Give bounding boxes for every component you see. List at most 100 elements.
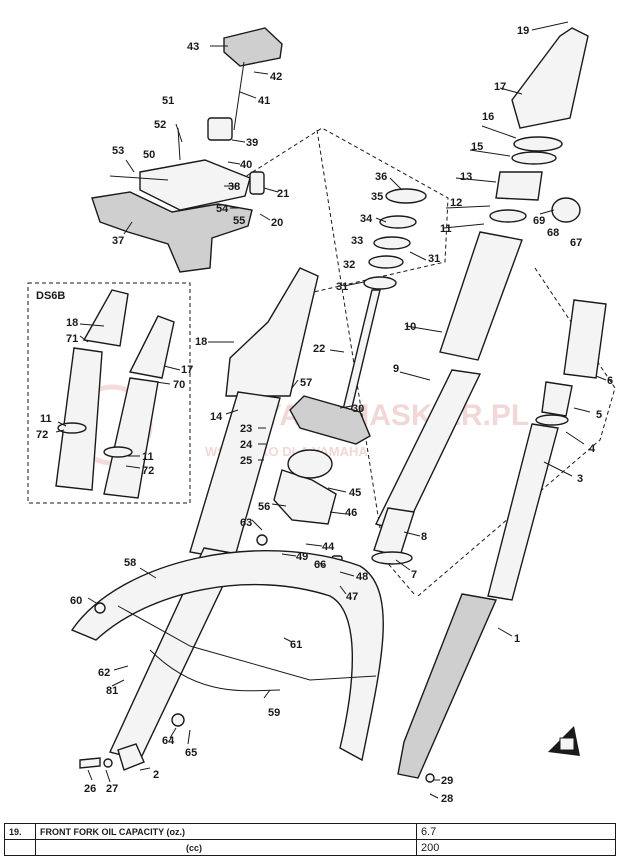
- callout-c29: 29: [441, 775, 453, 787]
- callout-c56: 56: [258, 501, 270, 513]
- callout-c67: 67: [570, 237, 582, 249]
- callout-c64: 64: [162, 735, 175, 747]
- callout-c13: 13: [460, 171, 472, 183]
- callout-c10: 10: [404, 321, 416, 333]
- leader-lines: [55, 21, 607, 799]
- callout-c4: 4: [589, 443, 596, 455]
- callout-c58: 58: [124, 557, 136, 569]
- callout-c28: 28: [441, 793, 453, 805]
- callout-c25: 25: [240, 455, 252, 467]
- callout-c38: 38: [228, 181, 240, 193]
- callout-c55: 55: [233, 215, 245, 227]
- callout-c20: 20: [271, 217, 283, 229]
- callout-c49: 49: [296, 551, 308, 563]
- spec-unit-oz: (oz.): [166, 826, 186, 837]
- callout-c53: 53: [112, 145, 124, 157]
- spec-unit-cc: (cc): [186, 842, 203, 853]
- callout-c66: 66: [314, 559, 326, 571]
- callout-c47: 47: [346, 591, 358, 603]
- callout-c31a: 31: [428, 253, 440, 265]
- callout-c81: 81: [106, 685, 118, 697]
- right-fork-leg: [371, 27, 607, 779]
- fork-oil-capacity-table: 19. FRONT FORK OIL CAPACITY (oz.) 6.7 (c…: [4, 823, 616, 856]
- callout-c7: 7: [411, 569, 417, 581]
- callout-c18a: 18: [195, 336, 207, 348]
- spec-row-cc: (cc) 200: [4, 839, 616, 856]
- callout-c22: 22: [313, 343, 325, 355]
- callout-c12: 12: [450, 197, 462, 209]
- callout-c31b: 31: [336, 281, 348, 293]
- callout-c50: 50: [143, 149, 155, 161]
- callout-c71: 71: [66, 333, 78, 345]
- callout-c36: 36: [375, 171, 387, 183]
- spec-value-oz: 6.7: [416, 823, 616, 840]
- callout-c19: 19: [517, 25, 529, 37]
- callout-c65: 65: [185, 747, 197, 759]
- ds6b-inset-parts: [55, 289, 175, 499]
- callout-c11b: 11: [40, 413, 52, 425]
- front-arrow-icon: [548, 726, 580, 756]
- callout-c40: 40: [240, 159, 252, 171]
- top-steering-parts: [91, 27, 283, 273]
- exploded-parts-diagram: YAMAHASKIER.PL WSZYSTKO DLA YAMAHA: [27, 21, 616, 805]
- callout-c17a: 17: [494, 81, 506, 93]
- callout-c57: 57: [300, 377, 312, 389]
- callout-c30: 30: [352, 403, 364, 415]
- callout-c54: 54: [216, 203, 229, 215]
- callout-c52: 52: [154, 119, 166, 131]
- callout-c17b: 17: [181, 364, 193, 376]
- callout-c62: 62: [98, 667, 110, 679]
- callout-c21: 21: [277, 188, 289, 200]
- callout-c26: 26: [84, 783, 96, 795]
- callout-c48: 48: [356, 571, 368, 583]
- callout-c45: 45: [349, 487, 361, 499]
- callout-c68: 68: [547, 227, 559, 239]
- callout-c69: 69: [533, 215, 545, 227]
- callout-c34: 34: [360, 213, 373, 225]
- callout-c18b: 18: [66, 317, 78, 329]
- front-fender: [70, 550, 435, 783]
- callout-c39: 39: [246, 137, 258, 149]
- spec-ref-empty: [4, 839, 36, 856]
- callout-c5: 5: [596, 409, 602, 421]
- spec-row-oz: 19. FRONT FORK OIL CAPACITY (oz.) 6.7: [4, 823, 616, 840]
- callout-c46: 46: [345, 507, 357, 519]
- callout-c1: 1: [514, 633, 520, 645]
- callout-c61: 61: [290, 639, 302, 651]
- callout-c32: 32: [343, 259, 355, 271]
- callout-c70: 70: [173, 379, 185, 391]
- callout-c35: 35: [371, 191, 383, 203]
- spec-label: FRONT FORK OIL CAPACITY: [40, 826, 165, 837]
- callout-c16: 16: [482, 111, 494, 123]
- callout-c43: 43: [187, 41, 199, 53]
- callout-c33: 33: [351, 235, 363, 247]
- callout-c27: 27: [106, 783, 118, 795]
- callout-c3: 3: [577, 473, 583, 485]
- spec-label-cell: FRONT FORK OIL CAPACITY (oz.): [35, 823, 417, 840]
- callout-c42: 42: [270, 71, 282, 83]
- callout-c11c: 11: [142, 451, 154, 463]
- spec-ref: 19.: [4, 823, 36, 840]
- callout-c24: 24: [240, 439, 253, 451]
- callout-c59: 59: [268, 707, 280, 719]
- left-fork-leg: [109, 267, 343, 761]
- callout-c8: 8: [421, 531, 427, 543]
- callout-c41: 41: [258, 95, 270, 107]
- callout-c60: 60: [70, 595, 82, 607]
- callout-c9: 9: [393, 363, 399, 375]
- spec-label-cell-cc: (cc): [35, 839, 417, 856]
- steering-stem: [289, 188, 427, 445]
- callout-c37: 37: [112, 235, 124, 247]
- callout-c2: 2: [153, 769, 159, 781]
- callout-c11a: 11: [440, 223, 452, 235]
- callout-c51: 51: [162, 95, 174, 107]
- callout-c44: 44: [322, 541, 335, 553]
- callout-c63: 63: [240, 517, 252, 529]
- callout-c15: 15: [471, 141, 483, 153]
- callout-c14: 14: [210, 411, 223, 423]
- callout-labels: 43 42 41 51 52 39 53 50 40 38 21 54 55 2…: [36, 25, 613, 805]
- spec-value-cc: 200: [416, 839, 616, 856]
- variant-label: DS6B: [36, 290, 65, 302]
- callout-c72a: 72: [36, 429, 48, 441]
- callout-c6: 6: [607, 375, 613, 387]
